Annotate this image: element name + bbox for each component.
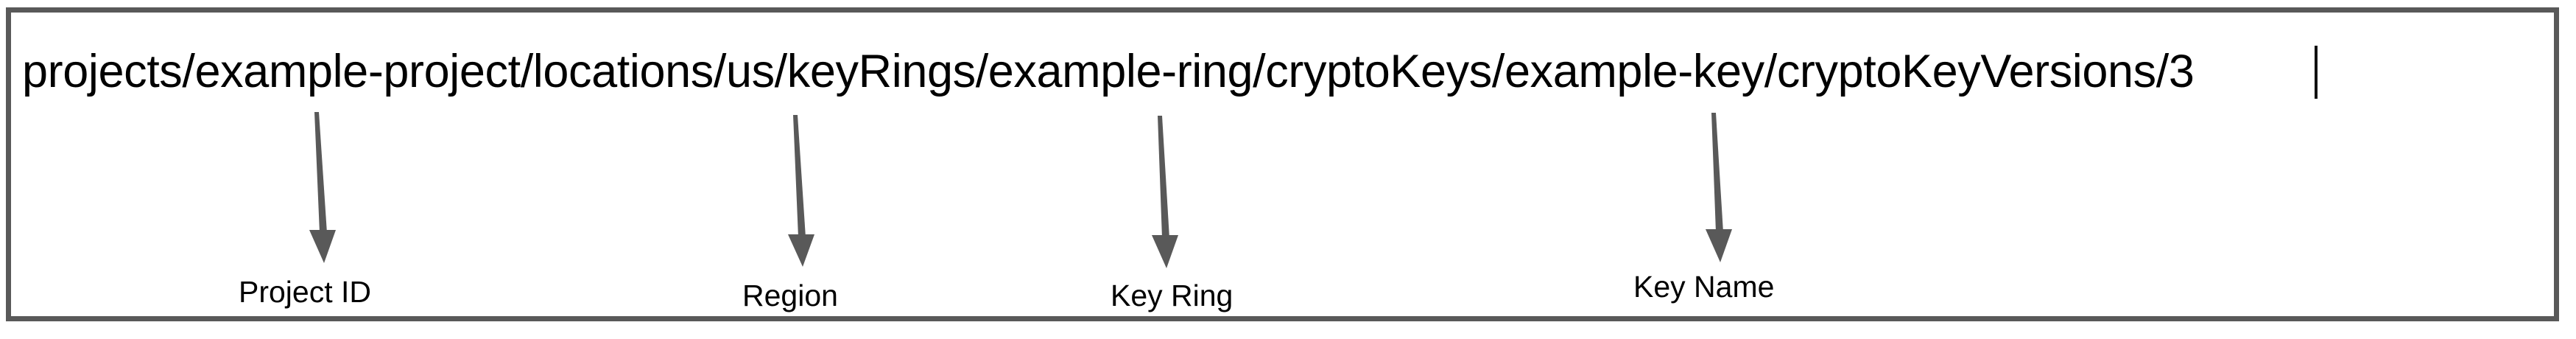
text-caret [2315, 46, 2318, 99]
diagram-frame [6, 7, 2559, 321]
callout-label-region: Region [742, 279, 838, 312]
callout-label-key-ring: Key Ring [1111, 279, 1234, 312]
resource-name-text[interactable]: projects/example-project/locations/us/ke… [22, 46, 2195, 97]
callout-label-project-id: Project ID [239, 275, 371, 309]
callout-label-key-name: Key Name [1633, 270, 1775, 304]
